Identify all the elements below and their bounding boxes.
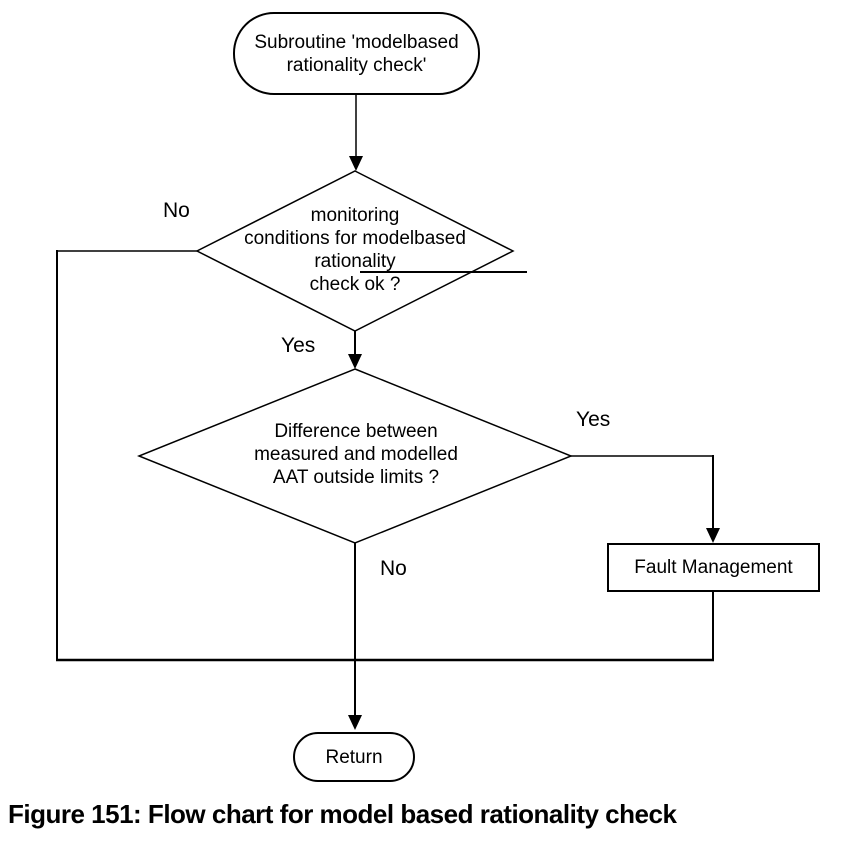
decision2-yes-label: Yes: [576, 408, 611, 431]
decision2-label-line2: measured and modelled: [254, 444, 458, 465]
arrowhead-into-return: [348, 715, 362, 730]
start-terminator-node: Subroutine 'modelbased rationality check…: [233, 12, 480, 95]
start-terminator-label-line1: Subroutine 'modelbased: [254, 31, 459, 53]
arrowhead-into-decision2: [348, 354, 362, 369]
decision2-label-line1: Difference between: [274, 421, 438, 442]
start-terminator-label-line2: rationality check': [286, 54, 427, 76]
decision1-label-line1: monitoring: [310, 205, 400, 226]
return-terminator-node: Return: [293, 732, 415, 782]
decision2-label-line3: AAT outside limits ?: [272, 467, 440, 488]
fault-management-label: Fault Management: [634, 557, 793, 578]
arrowhead-into-fault: [706, 528, 720, 543]
decision1-yes-label: Yes: [281, 334, 316, 357]
stray-horizontal-line: [360, 271, 527, 273]
decision2-label: Difference between measured and modelled…: [156, 420, 556, 489]
decision1-label-line4: check ok ?: [309, 274, 401, 295]
decision1-label-line3: rationality: [314, 251, 396, 272]
return-terminator-label: Return: [325, 746, 383, 768]
decision2-no-label: No: [380, 557, 407, 580]
fault-management-node: Fault Management: [607, 543, 820, 592]
decision1-no-label: No: [163, 199, 190, 222]
decision1-label-line2: conditions for modelbased: [244, 228, 466, 249]
arrowhead-into-decision1: [349, 156, 363, 171]
figure-caption: Figure 151: Flow chart for model based r…: [8, 799, 677, 829]
decision1-label: monitoring conditions for modelbased rat…: [205, 204, 505, 296]
